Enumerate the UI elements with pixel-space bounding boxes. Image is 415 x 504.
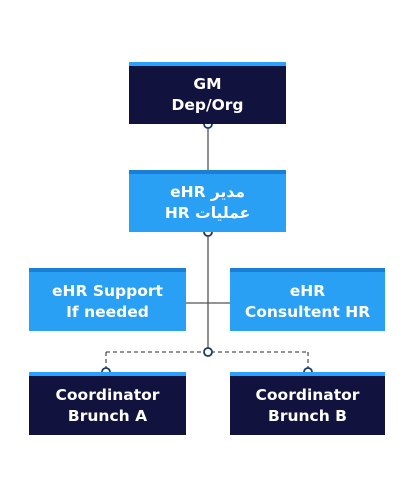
node-ehr-consultant-line2: Consultent HR xyxy=(244,302,371,321)
node-coordinator-a-line2: Brunch A xyxy=(67,406,148,425)
node-coordinator-a: Coordinator Brunch A xyxy=(29,372,186,435)
node-ehr-support-line2: If needed xyxy=(66,302,149,321)
node-coordinator-b: Coordinator Brunch B xyxy=(230,372,385,435)
node-ehr-manager: eHR مدير HR عمليات xyxy=(129,170,286,232)
node-gm-line2: Dep/Org xyxy=(171,96,244,114)
node-ehr-support: eHR Support If needed xyxy=(29,268,186,331)
node-coordinator-b-line1: Coordinator xyxy=(255,385,360,404)
node-ehr-manager-line2: HR عمليات xyxy=(164,204,251,222)
node-coordinator-a-line1: Coordinator xyxy=(55,385,160,404)
node-ehr-support-line1: eHR Support xyxy=(52,281,163,300)
node-ehr-consultant-line1: eHR xyxy=(289,281,326,300)
node-gm-line1: GM xyxy=(193,75,222,93)
node-ehr-manager-line1: eHR مدير xyxy=(170,183,245,201)
node-ehr-consultant: eHR Consultent HR xyxy=(230,268,385,331)
node-coordinator-b-line2: Brunch B xyxy=(268,406,347,425)
connector-dot xyxy=(203,347,213,357)
node-gm: GM Dep/Org xyxy=(129,62,286,124)
